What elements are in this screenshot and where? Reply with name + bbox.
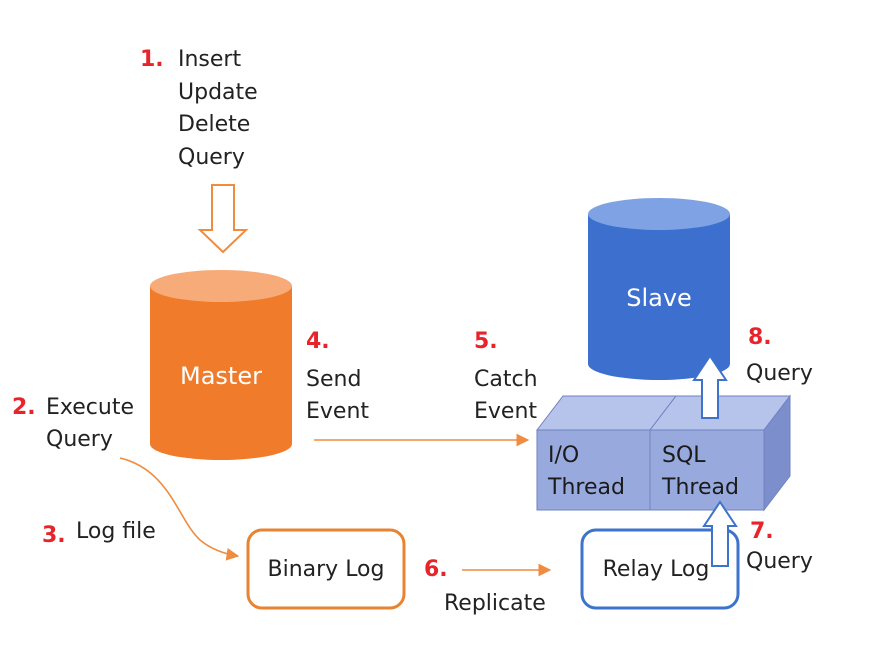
binary-log-label: Binary Log xyxy=(268,557,385,582)
master-database: Master xyxy=(150,270,292,460)
slave-label: Slave xyxy=(626,284,692,312)
step-2-execute: Execute xyxy=(46,395,134,420)
io-thread-label-1: I/O xyxy=(548,443,579,468)
up-arrow-to-sql-thread-icon xyxy=(702,500,738,567)
relay-log-label: Relay Log xyxy=(603,557,710,582)
step-5-event: Event xyxy=(474,399,537,424)
sql-thread-label-1: SQL xyxy=(662,443,706,468)
step-4-event: Event xyxy=(306,399,369,424)
step-5-number: 5. xyxy=(474,329,498,354)
io-thread-label-2: Thread xyxy=(547,475,625,500)
up-arrow-to-slave-icon xyxy=(692,354,728,419)
step-1-insert: Insert xyxy=(178,47,241,72)
relay-log-box: Relay Log xyxy=(580,528,740,610)
step-6-number: 6. xyxy=(424,557,448,582)
step-1-update: Update xyxy=(178,80,258,105)
step-8-query: Query xyxy=(746,361,813,386)
io-thread-block: I/O Thread xyxy=(535,395,678,511)
master-label: Master xyxy=(180,362,262,390)
step-5-catch: Catch xyxy=(474,367,538,392)
step-6-replicate: Replicate xyxy=(444,591,546,616)
binary-log-box: Binary Log xyxy=(246,528,406,610)
step-3-log-file: Log file xyxy=(76,519,156,544)
step-1-query: Query xyxy=(178,145,245,170)
step-3-number: 3. xyxy=(42,523,66,548)
step-1-number: 1. xyxy=(140,47,164,72)
step-2-number: 2. xyxy=(12,395,36,420)
step-4-send: Send xyxy=(306,367,361,392)
log-file-arrow xyxy=(119,457,240,561)
step-7-query: Query xyxy=(746,549,813,574)
sql-thread-label-2: Thread xyxy=(661,475,739,500)
slave-database: Slave xyxy=(588,198,730,380)
step-2-query: Query xyxy=(46,427,113,452)
hollow-down-arrow-icon xyxy=(197,184,249,254)
step-4-number: 4. xyxy=(306,329,330,354)
step-7-number: 7. xyxy=(750,519,774,544)
step-8-number: 8. xyxy=(748,325,772,350)
sql-thread-block: SQL Thread xyxy=(648,394,792,512)
step-1-delete: Delete xyxy=(178,112,250,137)
